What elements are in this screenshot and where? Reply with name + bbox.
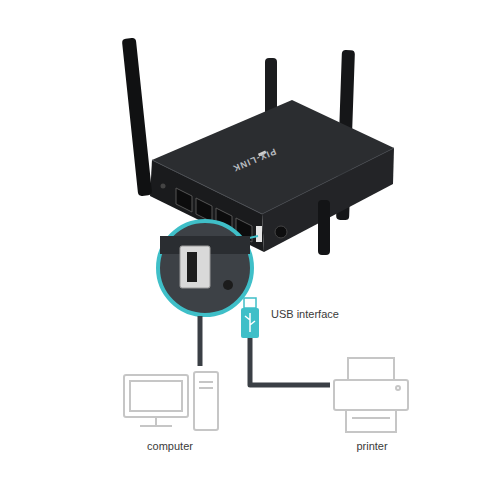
- usb-plug-tip: [244, 298, 256, 308]
- drive-slot: [199, 381, 213, 383]
- paper-out: [346, 410, 396, 432]
- node-label: PIX-LINK: [231, 146, 278, 173]
- screen: [130, 381, 182, 411]
- stand: [140, 425, 172, 427]
- printer-icon: [334, 358, 408, 432]
- printer-body: [334, 380, 408, 410]
- node-label: computer: [118, 440, 222, 452]
- monitor: [124, 375, 188, 417]
- antenna: [122, 38, 152, 197]
- lan-port: [196, 198, 212, 222]
- reset-button: [161, 184, 166, 189]
- zoom-jack: [223, 280, 233, 290]
- cable-connector: [250, 316, 330, 385]
- paper-line: [352, 417, 390, 419]
- computer-node: computer: [118, 366, 222, 458]
- tower: [194, 372, 218, 430]
- lan-port: [176, 188, 192, 212]
- printer-light: [396, 386, 400, 390]
- zoom-usb-port: [180, 246, 210, 288]
- usb-plug: [241, 308, 259, 338]
- cable-connector: [198, 316, 203, 366]
- usb-port: [256, 226, 262, 242]
- stand: [155, 417, 157, 425]
- drive-slot: [199, 387, 213, 389]
- edge-label: USB interface: [271, 308, 339, 320]
- zoom-circle: [158, 221, 252, 315]
- antenna-base: [318, 200, 330, 255]
- router-node: PIX-LINK: [95, 25, 405, 316]
- paper-tray: [348, 358, 394, 380]
- printer-node: printer: [330, 352, 414, 458]
- usb-symbol: [245, 313, 255, 332]
- power-jack: [275, 226, 287, 238]
- zoom-usb-slot: [187, 252, 197, 282]
- node-label: printer: [330, 440, 414, 452]
- computer-icon: [124, 372, 218, 430]
